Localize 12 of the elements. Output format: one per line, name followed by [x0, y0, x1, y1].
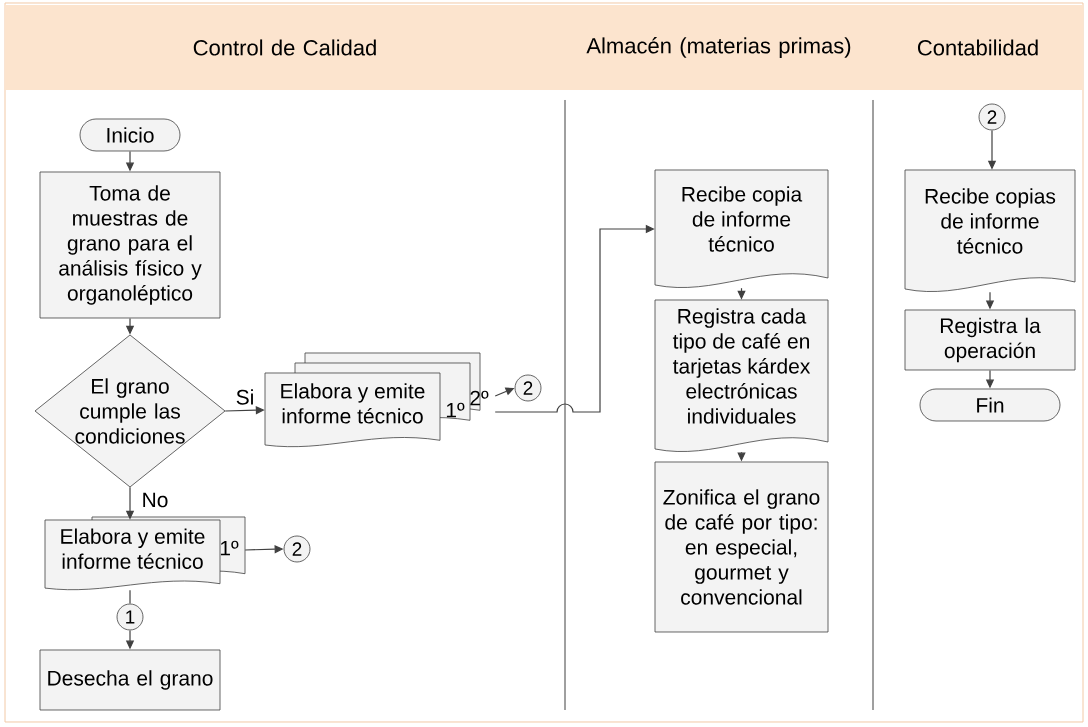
process-box: Desecha el grano [39, 649, 221, 711]
process-box: Toma de muestras de grano para el análisis físico y organoléptico [39, 171, 221, 319]
sheet-number: 1º [446, 402, 465, 418]
lane-title: Almacén (materias primas) [565, 5, 873, 90]
lane-title: Control de Calidad [5, 5, 565, 90]
edge-label: Si [234, 388, 256, 406]
sheet-number: 1º [220, 540, 239, 556]
lane-title: Contabilidad [873, 5, 1083, 90]
process-box: Zonifica el grano de café por tipo: en especial, gourmet y convencional [654, 461, 829, 633]
edge-label: No [140, 491, 170, 509]
process-box: Registra la operación [904, 309, 1076, 371]
sheet-number: 2º [470, 390, 489, 406]
